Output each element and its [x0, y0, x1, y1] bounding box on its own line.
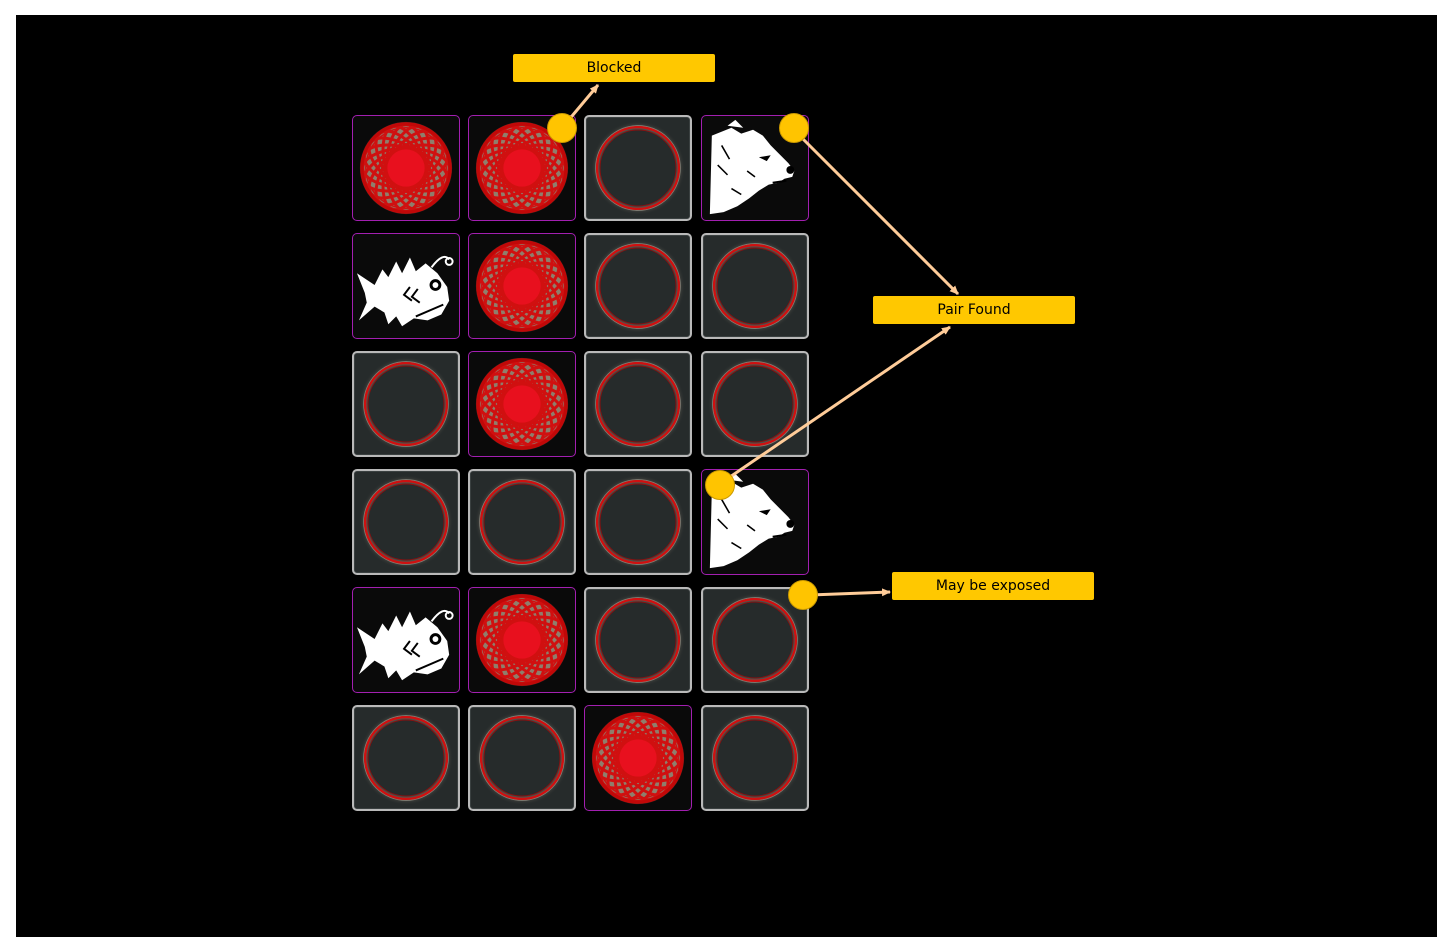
tile-r2-c4[interactable] [701, 233, 809, 339]
tile-r3-c2[interactable] [468, 351, 576, 457]
tile-r5-c3[interactable] [584, 587, 692, 693]
tile-r6-c3[interactable] [584, 705, 692, 811]
tile-r1-c3[interactable] [584, 115, 692, 221]
tile-r3-c4[interactable] [701, 351, 809, 457]
tile-r5-c1[interactable] [352, 587, 460, 693]
may-be-exposed-marker [788, 580, 818, 610]
tile-r3-c3[interactable] [584, 351, 692, 457]
tile-r2-c2[interactable] [468, 233, 576, 339]
blocked-label: Blocked [513, 54, 715, 82]
pair-found-marker-bottom [705, 470, 735, 500]
tile-r1-c1[interactable] [352, 115, 460, 221]
tile-r3-c1[interactable] [352, 351, 460, 457]
tile-r4-c1[interactable] [352, 469, 460, 575]
tile-r6-c4[interactable] [701, 705, 809, 811]
tile-r4-c3[interactable] [584, 469, 692, 575]
pair-found-marker-top [779, 113, 809, 143]
may-be-exposed-label: May be exposed [892, 572, 1094, 600]
tile-r6-c1[interactable] [352, 705, 460, 811]
tile-r4-c4[interactable] [701, 469, 809, 575]
pair-found-label: Pair Found [873, 296, 1075, 324]
tile-r2-c1[interactable] [352, 233, 460, 339]
tile-r4-c2[interactable] [468, 469, 576, 575]
tile-r2-c3[interactable] [584, 233, 692, 339]
tile-r6-c2[interactable] [468, 705, 576, 811]
tile-r5-c2[interactable] [468, 587, 576, 693]
blocked-marker [547, 113, 577, 143]
